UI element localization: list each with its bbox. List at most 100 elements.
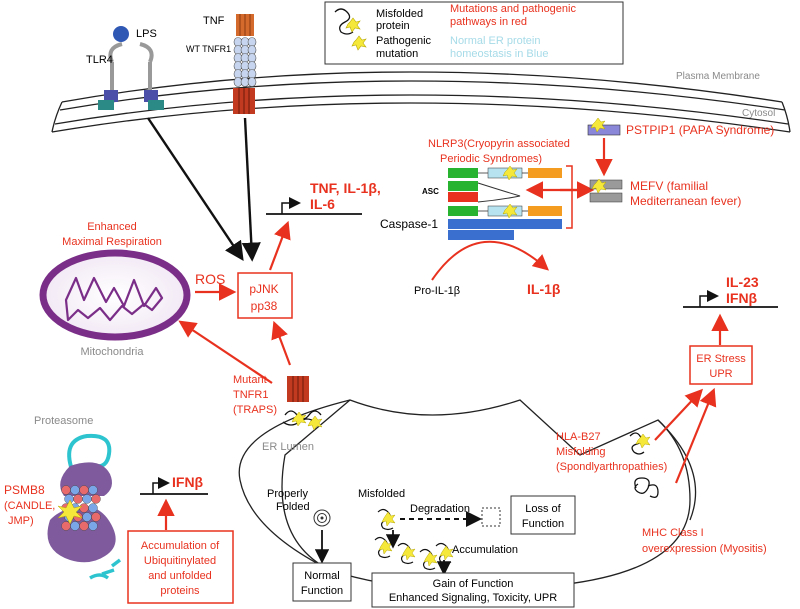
loss-of-function-box bbox=[510, 495, 576, 535]
traps-label-3: (TRAPS) bbox=[233, 404, 277, 416]
legend: Misfolded protein Pathogenic mutation Mu… bbox=[324, 1, 624, 65]
tnfr1-receptor bbox=[236, 14, 254, 36]
legend-red-1: Mutations and pathogenic bbox=[450, 3, 576, 15]
legend-mutation-1: Pathogenic bbox=[376, 35, 432, 47]
nlrp3-domains bbox=[448, 165, 562, 240]
hla-label-3: (Spondlyarthropathies) bbox=[556, 461, 667, 473]
proteasome-subunit bbox=[82, 512, 92, 522]
proteasome-subunit bbox=[61, 485, 71, 495]
kinase-to-cytokine-arrow bbox=[268, 220, 291, 271]
gain-label-1: Gain of Function bbox=[433, 578, 514, 590]
accumulation-box-label-4: proteins bbox=[160, 585, 200, 597]
tnfr1-to-kinase-arrow bbox=[241, 117, 261, 262]
ifnb-promoter-arrow bbox=[152, 477, 170, 494]
accumulation-label: Accumulation bbox=[452, 544, 518, 556]
mhc-label-1: MHC Class I bbox=[642, 527, 704, 539]
hla-b27-protein bbox=[629, 432, 651, 455]
cytosol-label: Cytosol bbox=[742, 108, 775, 119]
degradation-label: Degradation bbox=[410, 503, 470, 515]
ifnb-top-label: IFNβ bbox=[726, 290, 758, 306]
proteasome-subunit bbox=[70, 521, 80, 531]
mefv-protein bbox=[589, 192, 623, 203]
lps-label: LPS bbox=[136, 28, 157, 40]
properly-folded-label-2: Folded bbox=[276, 501, 310, 513]
er-lumen-label: ER Lumen bbox=[262, 441, 314, 453]
cytokine-line-1: TNF, IL-1β, bbox=[310, 180, 381, 196]
er-membrane-outer bbox=[657, 419, 697, 521]
gain-label-2: Enhanced Signaling, Toxicity, UPR bbox=[389, 592, 557, 604]
traps-to-kinase-arrow bbox=[271, 320, 292, 366]
hla-to-er-stress-arrow bbox=[654, 388, 704, 441]
caspase-label: Caspase-1 bbox=[380, 217, 438, 231]
mutation-star-icon bbox=[351, 35, 367, 51]
gain-of-function-box bbox=[371, 572, 575, 608]
mhc-class-i-protein bbox=[634, 477, 659, 498]
psmb8-label-2: (CANDLE, bbox=[4, 500, 55, 512]
tnfr1-label: WT TNFR1 bbox=[186, 44, 231, 54]
psmb8-label-1: PSMB8 bbox=[4, 483, 45, 497]
tlr4-to-kinase-arrow bbox=[147, 117, 244, 261]
er-membrane bbox=[281, 399, 691, 591]
tnfr1-bead bbox=[247, 69, 257, 79]
pstpip1-label: PSTPIP1 (PAPA Syndrome) bbox=[626, 123, 774, 137]
proteasome-subunit bbox=[79, 503, 89, 513]
proteasome-subunit bbox=[88, 485, 98, 495]
mutation-star-icon bbox=[378, 539, 393, 555]
mutation-star-icon bbox=[423, 551, 438, 567]
psmb8-label-3: JMP) bbox=[8, 515, 34, 527]
proteasome-subunit bbox=[82, 494, 92, 504]
er-stress-box bbox=[689, 345, 753, 385]
mutation-star-icon bbox=[345, 17, 361, 33]
mefv-label-1: MEFV (familial bbox=[630, 179, 708, 193]
respiration-label-2: Maximal Respiration bbox=[62, 236, 162, 248]
peptide-fragments bbox=[89, 568, 115, 580]
mutation-star-icon bbox=[591, 178, 607, 194]
mutation-star-icon bbox=[381, 511, 396, 527]
legend-misfolded-1: Misfolded bbox=[376, 8, 423, 20]
tnfr1-bead bbox=[247, 61, 257, 71]
misfolded-protein-icon bbox=[334, 8, 354, 35]
mefv-label-2: Mediterranean fever) bbox=[630, 194, 741, 208]
properly-folded-label-1: Properly bbox=[267, 488, 308, 500]
cytokine-line-2: IL-6 bbox=[310, 196, 335, 212]
il1b-label: IL-1β bbox=[527, 281, 561, 297]
traps-label-2: TNFR1 bbox=[233, 389, 268, 401]
legend-red-2: pathways in red bbox=[450, 16, 527, 28]
tlr4-receptor bbox=[98, 26, 164, 110]
mitochondria-label: Mitochondria bbox=[81, 346, 145, 358]
hla-label-2: Misfolding bbox=[556, 446, 606, 458]
pro-il1b-label: Pro-IL-1β bbox=[414, 285, 460, 297]
mutation-star-icon bbox=[590, 117, 606, 133]
normal-function-label-2: Function bbox=[301, 585, 343, 597]
nlrp3-bracket bbox=[566, 165, 573, 229]
er-stress-label-1: ER Stress bbox=[696, 353, 746, 365]
misfolded-label: Misfolded bbox=[358, 488, 405, 500]
respiration-label-1: Enhanced bbox=[87, 221, 137, 233]
ubiquitin-accumulation-box bbox=[127, 530, 234, 604]
pp38-label: pp38 bbox=[251, 299, 278, 313]
er-membrane-outer bbox=[238, 399, 351, 571]
folded-protein-icon bbox=[313, 509, 331, 527]
proteasome-label: Proteasome bbox=[34, 415, 93, 427]
ifnb-bottom-label: IFNβ bbox=[172, 474, 204, 490]
proteasome-subunit bbox=[70, 485, 80, 495]
il1b-conversion-arrow bbox=[431, 240, 550, 281]
tlr4-label: TLR4 bbox=[86, 54, 113, 66]
traps-to-mito-arrow bbox=[178, 320, 273, 384]
mitochondria bbox=[39, 249, 191, 341]
accumulation-box-label-2: Ubiquitinylated bbox=[144, 555, 216, 567]
mutation-star-icon bbox=[57, 499, 83, 525]
tnfr1-beads bbox=[233, 37, 257, 87]
proteasome-subunit bbox=[79, 485, 89, 495]
il23-label: IL-23 bbox=[726, 274, 759, 290]
plasma-membrane-label: Plasma Membrane bbox=[676, 71, 760, 82]
proteasome-subunit bbox=[73, 494, 83, 504]
proteasome-subunit bbox=[79, 521, 89, 531]
legend-mutation-2: mutation bbox=[376, 48, 418, 60]
normal-function-label-1: Normal bbox=[304, 570, 339, 582]
accumulation-box-label-3: and unfolded bbox=[148, 570, 212, 582]
mhc-label-2: overexpression (Myositis) bbox=[642, 543, 767, 555]
legend-misfolded-2: protein bbox=[376, 20, 410, 32]
asc-label: ASC bbox=[422, 187, 439, 196]
